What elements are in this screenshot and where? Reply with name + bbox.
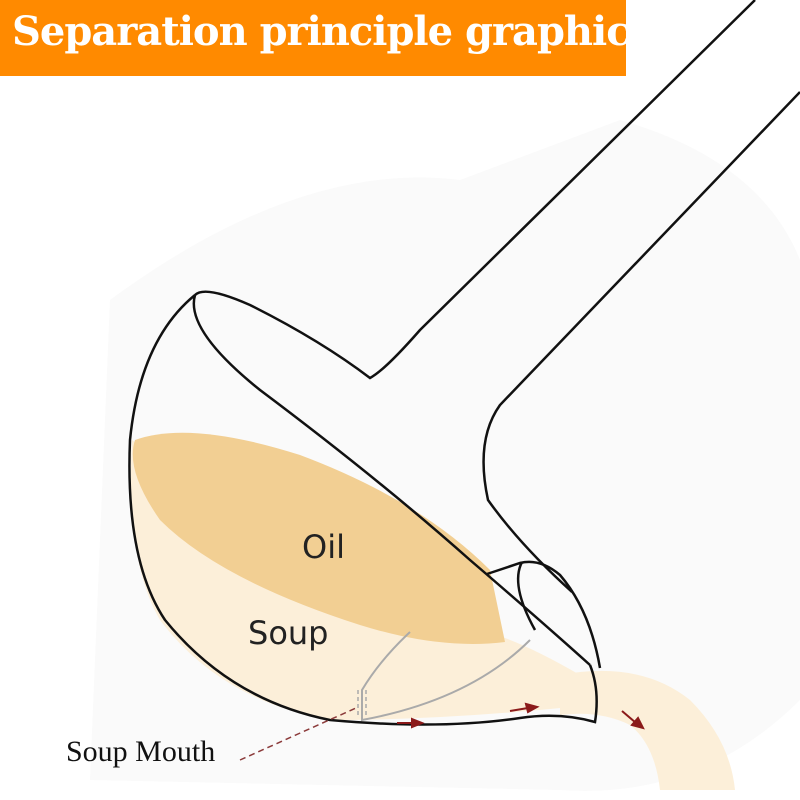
soup-stream: [560, 670, 735, 790]
soup-channel: [361, 631, 531, 722]
banner-title: Separation principle graphic: [12, 8, 631, 55]
soup-fill: [130, 440, 591, 720]
title-banner: Separation principle graphic: [0, 0, 631, 76]
flow-arrow-icon: [621, 710, 645, 730]
soup-mouth-pointer: [239, 707, 357, 761]
spout-inner: [516, 561, 537, 631]
oil-label: Oil: [302, 528, 345, 566]
soup-label: Soup: [248, 614, 329, 652]
bowl-outline: [128, 294, 598, 726]
handle-upper-edge: [194, 0, 756, 380]
soup-mouth-opening: [357, 690, 367, 716]
oil-layer: [132, 432, 505, 644]
spout-outer: [486, 560, 602, 669]
soup-mouth-label: Soup Mouth: [66, 735, 216, 768]
flow-arrow-icon: [509, 702, 540, 714]
bowl-rim: [192, 294, 591, 666]
flow-arrow-icon: [397, 717, 425, 729]
